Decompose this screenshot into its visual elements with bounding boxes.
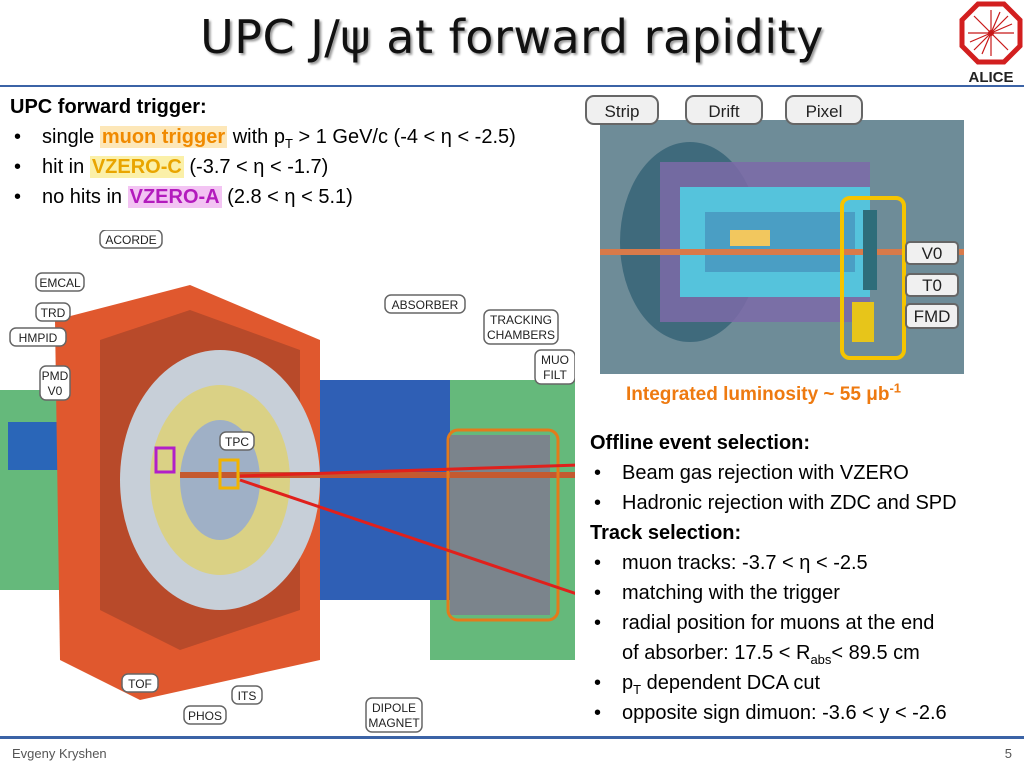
- svg-text:FILT: FILT: [543, 368, 567, 382]
- luminosity-label: Integrated luminosity ~ 55 μb-1: [626, 380, 901, 405]
- svg-text:ACORDE: ACORDE: [105, 233, 156, 247]
- svg-text:Strip: Strip: [605, 102, 640, 121]
- trigger-item-vzero-a: no hits in VZERO-A (2.8 < η < 5.1): [10, 182, 516, 212]
- bottom-rule: [0, 736, 1024, 739]
- trigger-item-vzero-c: hit in VZERO-C (-3.7 < η < -1.7): [10, 152, 516, 182]
- svg-text:PMD: PMD: [42, 369, 69, 383]
- svg-text:ITS: ITS: [238, 689, 257, 703]
- page-number: 5: [1004, 746, 1012, 761]
- track-item: muon tracks: -3.7 < η < -2.5: [590, 548, 957, 578]
- svg-text:TOF: TOF: [128, 677, 152, 691]
- svg-text:T0: T0: [922, 276, 942, 295]
- offline-item: Beam gas rejection with VZERO: [590, 458, 957, 488]
- slide-title: UPC J/ψ at forward rapidity: [200, 10, 824, 64]
- trigger-heading: UPC forward trigger:: [10, 96, 207, 118]
- track-item-dca: pT dependent DCA cut: [590, 668, 957, 698]
- svg-text:ABSORBER: ABSORBER: [392, 298, 459, 312]
- trigger-block: UPC forward trigger: single muon trigger…: [10, 92, 516, 212]
- svg-text:V0: V0: [922, 244, 943, 263]
- svg-text:EMCAL: EMCAL: [39, 276, 81, 290]
- vzero-a-highlight: VZERO-A: [127, 186, 222, 208]
- trigger-item-muon: single muon trigger with pT > 1 GeV/c (-…: [10, 122, 516, 152]
- forward-detectors-inset: Strip Drift Pixel V0 T0 FMD: [585, 95, 964, 374]
- svg-text:CHAMBERS: CHAMBERS: [487, 328, 555, 342]
- svg-text:DIPOLE: DIPOLE: [372, 701, 416, 715]
- top-rule: [0, 85, 1024, 87]
- svg-text:FMD: FMD: [914, 307, 951, 326]
- svg-text:ALICE: ALICE: [969, 69, 1014, 86]
- svg-text:PHOS: PHOS: [188, 709, 222, 723]
- offline-item: Hadronic rejection with ZDC and SPD: [590, 488, 957, 518]
- selection-block: Offline event selection: Beam gas reject…: [590, 428, 957, 728]
- svg-text:Drift: Drift: [708, 102, 739, 121]
- alice-detector-diagram: ACORDE EMCAL TRD HMPID PMD V0 ABSORBER T…: [0, 230, 575, 740]
- muon-trigger-highlight: muon trigger: [99, 126, 228, 148]
- svg-text:TPC: TPC: [225, 435, 249, 449]
- track-item-dimuon: opposite sign dimuon: -3.6 < y < -2.6: [590, 698, 957, 728]
- svg-text:MUO: MUO: [541, 353, 569, 367]
- svg-text:Pixel: Pixel: [806, 102, 843, 121]
- footer-author: Evgeny Kryshen: [12, 746, 107, 761]
- svg-text:TRD: TRD: [41, 306, 66, 320]
- svg-text:MAGNET: MAGNET: [368, 716, 420, 730]
- track-item: matching with the trigger: [590, 578, 957, 608]
- svg-text:HMPID: HMPID: [19, 331, 58, 345]
- alice-logo: ALICE: [959, 1, 1023, 86]
- track-heading: Track selection:: [590, 522, 742, 544]
- offline-heading: Offline event selection:: [590, 432, 811, 454]
- svg-text:TRACKING: TRACKING: [490, 313, 552, 327]
- svg-text:V0: V0: [48, 384, 63, 398]
- track-item-radial: radial position for muons at the end of …: [590, 608, 957, 668]
- vzero-c-highlight: VZERO-C: [89, 156, 184, 178]
